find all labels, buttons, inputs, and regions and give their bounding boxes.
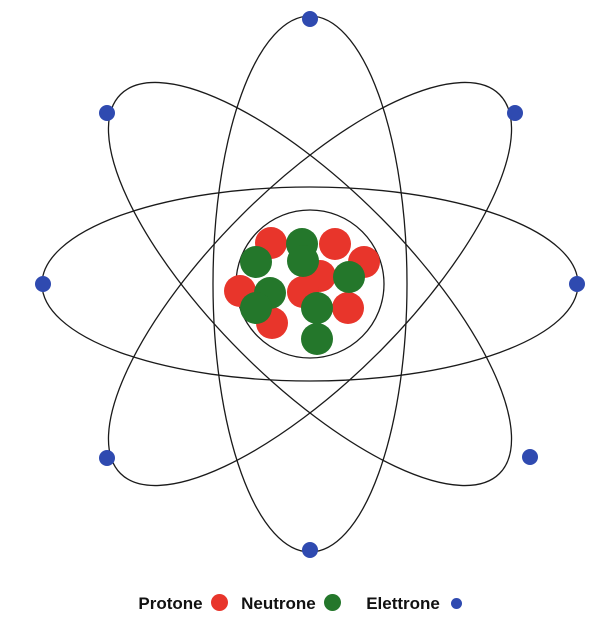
nucleus (224, 227, 380, 355)
proton-swatch (211, 594, 229, 611)
electron (302, 11, 318, 27)
neutron (287, 245, 319, 277)
electron-swatch (450, 598, 462, 609)
legend-electron-label: Elettrone (366, 594, 440, 613)
electrons (35, 11, 585, 558)
legend-neutron-label: Neutrone (241, 594, 316, 613)
legend-proton: Protone (138, 594, 229, 614)
atom-diagram (35, 11, 585, 558)
electron (569, 276, 585, 292)
neutron (240, 292, 272, 324)
legend: Protone Neutrone Elettrone (0, 594, 600, 614)
neutron (301, 323, 333, 355)
neutron (301, 292, 333, 324)
electron (507, 105, 523, 121)
proton (332, 292, 364, 324)
electron (302, 542, 318, 558)
electron (522, 449, 538, 465)
neutron (240, 246, 272, 278)
electron (99, 450, 115, 466)
orbit-diagonal-b (107, 81, 513, 487)
legend-proton-label: Protone (138, 594, 203, 613)
orbit-diagonal-a (107, 81, 513, 487)
proton (319, 228, 351, 260)
legend-electron: Elettrone (366, 594, 462, 614)
neutron (333, 261, 365, 293)
neutron-swatch (324, 594, 342, 611)
electron (99, 105, 115, 121)
legend-neutron: Neutrone (241, 594, 342, 614)
electron (35, 276, 51, 292)
